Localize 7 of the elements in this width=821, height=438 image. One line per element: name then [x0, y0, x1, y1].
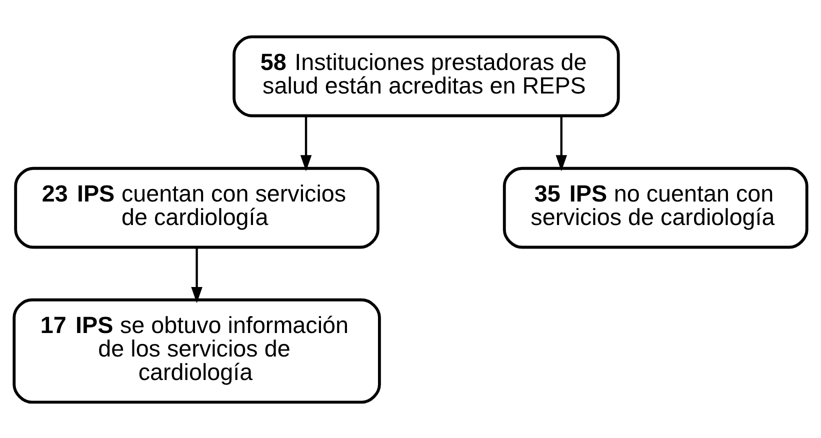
arrow — [556, 115, 567, 171]
node-box: 58 Instituciones prestadoras de salud están acreditas en REPS — [232, 34, 620, 117]
arrow — [191, 246, 202, 303]
node-box: 17 IPS se obtuvo información de los servicios de cardiología — [12, 298, 381, 404]
node-box: 35 IPS no cuentan con servicios de cardiología — [502, 166, 808, 248]
node-box: 23 IPS cuentan con servicios de cardiología — [14, 166, 380, 248]
arrow — [300, 115, 312, 171]
